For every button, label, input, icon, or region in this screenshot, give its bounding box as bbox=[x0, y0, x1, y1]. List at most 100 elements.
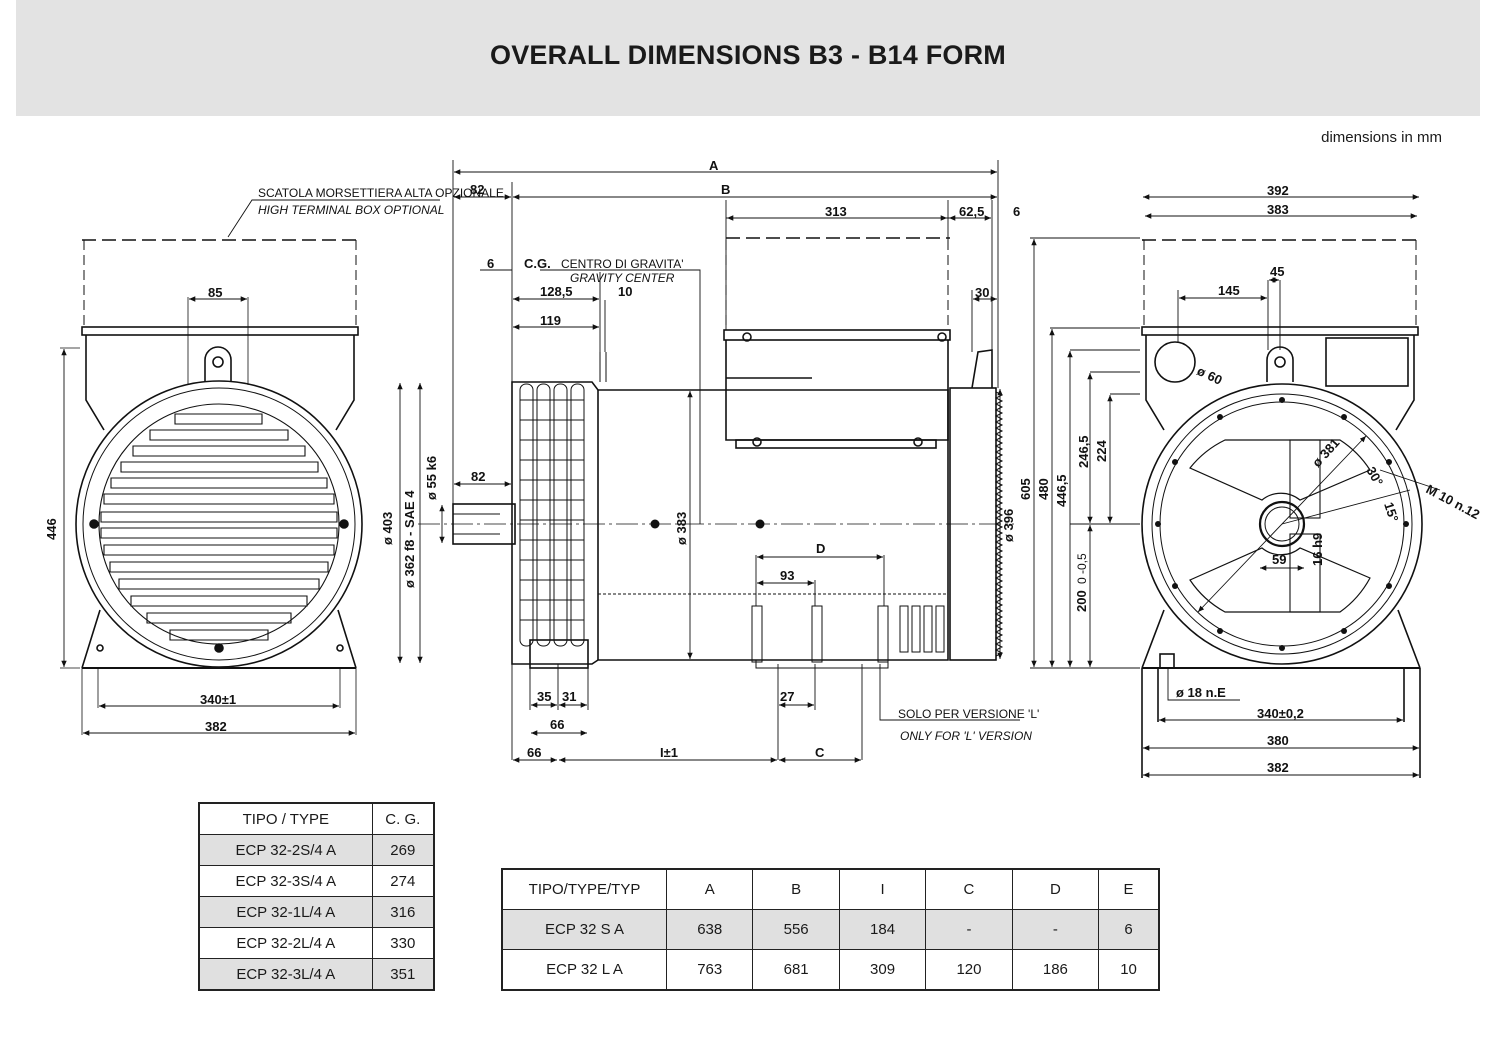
dim-type-cell: ECP 32 S A bbox=[501, 909, 667, 950]
dim-cell: - bbox=[1011, 909, 1100, 950]
dim-93: 93 bbox=[780, 568, 794, 583]
dim-35: 35 bbox=[537, 689, 551, 704]
note-l-version-en: ONLY FOR 'L' VERSION bbox=[900, 729, 1032, 743]
dim-6-left: 6 bbox=[487, 256, 494, 271]
note-terminal-box-it: SCATOLA MORSETTIERA ALTA OPZIONALE bbox=[258, 186, 504, 200]
cg-header-cg: C. G. bbox=[371, 802, 435, 835]
dim-header-a: A bbox=[665, 868, 754, 910]
dim-30: 30 bbox=[975, 285, 989, 300]
dim-200: 200 bbox=[1074, 590, 1089, 612]
dim-246-5: 246,5 bbox=[1076, 435, 1091, 468]
feet-l-version bbox=[751, 605, 945, 669]
table-row: ECP 32 S A 638 556 184 - - 6 bbox=[501, 909, 1160, 950]
dim-59: 59 bbox=[1272, 552, 1286, 567]
dim-cell: 763 bbox=[665, 949, 754, 991]
dim-480: 480 bbox=[1036, 478, 1051, 500]
dim-header-e: E bbox=[1098, 868, 1160, 910]
feet bbox=[81, 609, 357, 669]
note-terminal-box-en: HIGH TERMINAL BOX OPTIONAL bbox=[258, 203, 444, 217]
dim-cell: 681 bbox=[752, 949, 840, 991]
cg-label: C.G. bbox=[524, 256, 551, 271]
dim-15-deg: 15° bbox=[1381, 500, 1401, 523]
dim-446: 446 bbox=[44, 518, 59, 540]
dim-cell: 120 bbox=[925, 949, 1013, 991]
dim-31: 31 bbox=[562, 689, 576, 704]
dim-66-mid: 66 bbox=[550, 717, 564, 732]
cable-gland-hole bbox=[1154, 341, 1196, 383]
dim-119: 119 bbox=[540, 313, 561, 328]
dim-383-right: 383 bbox=[1267, 202, 1289, 217]
cg-type-cell: ECP 32-2S/4 A bbox=[198, 834, 373, 866]
dimensions-table: TIPO/TYPE/TYP A B I C D E ECP 32 S A 638… bbox=[501, 868, 1160, 991]
dim-55-shaft: ø 55 k6 bbox=[424, 456, 439, 500]
dim-C: C bbox=[815, 745, 825, 760]
title-band: OVERALL DIMENSIONS B3 - B14 FORM bbox=[16, 0, 1480, 116]
dim-383: ø 383 bbox=[674, 512, 689, 545]
side-view bbox=[418, 217, 1014, 669]
dim-cell: 309 bbox=[838, 949, 927, 991]
dim-header-b: B bbox=[752, 868, 840, 910]
side-foot bbox=[529, 639, 589, 669]
page-title: OVERALL DIMENSIONS B3 - B14 FORM bbox=[490, 40, 1006, 70]
dim-62-5: 62,5 bbox=[959, 204, 984, 219]
lifting-eye bbox=[204, 346, 232, 382]
dim-224: 224 bbox=[1094, 440, 1109, 462]
dim-cell: 184 bbox=[838, 909, 927, 950]
dim-128-5: 128,5 bbox=[540, 284, 573, 299]
cg-value-cell: 330 bbox=[371, 927, 435, 959]
flange-circle bbox=[1141, 383, 1423, 665]
dim-cell: 186 bbox=[1011, 949, 1100, 991]
dim-403: ø 403 bbox=[380, 512, 395, 545]
cg-point-1 bbox=[650, 519, 660, 529]
dim-A: A bbox=[709, 158, 719, 173]
bolt-holes bbox=[1155, 397, 1409, 651]
dim-382-left: 382 bbox=[205, 719, 227, 734]
dim-header-d: D bbox=[1011, 868, 1100, 910]
dim-B: B bbox=[721, 182, 730, 197]
dim-cell: 638 bbox=[665, 909, 754, 950]
cg-note-it: CENTRO DI GRAVITA' bbox=[561, 257, 684, 271]
terminal-box-lid bbox=[81, 326, 359, 336]
cg-point-2 bbox=[755, 519, 765, 529]
cg-type-cell: ECP 32-2L/4 A bbox=[198, 927, 373, 959]
dim-cell: 6 bbox=[1098, 909, 1160, 950]
dim-27: 27 bbox=[780, 689, 794, 704]
cg-value-cell: 269 bbox=[371, 834, 435, 866]
dim-605: 605 bbox=[1018, 478, 1033, 500]
dim-type-cell: ECP 32 L A bbox=[501, 949, 667, 991]
dim-200-tolerance: 0 -0,5 bbox=[1075, 553, 1089, 584]
louvres bbox=[100, 413, 338, 641]
dim-I: I±1 bbox=[660, 745, 678, 760]
dim-340-right: 340±0,2 bbox=[1257, 706, 1304, 721]
dim-446-5: 446,5 bbox=[1054, 474, 1069, 507]
dim-82-shaft: 82 bbox=[471, 469, 485, 484]
cg-type-cell: ECP 32-3S/4 A bbox=[198, 865, 373, 897]
terminal-box-side bbox=[723, 329, 951, 341]
dim-382-right: 382 bbox=[1267, 760, 1289, 775]
dim-60: ø 60 bbox=[1195, 363, 1225, 388]
dim-16-h9: 16 h9 bbox=[1310, 533, 1325, 566]
dim-392: 392 bbox=[1267, 183, 1289, 198]
dim-313: 313 bbox=[825, 204, 847, 219]
dim-D: D bbox=[816, 541, 825, 556]
dim-362-sae: ø 362 f8 - SAE 4 bbox=[402, 490, 417, 588]
dim-header-c: C bbox=[925, 868, 1013, 910]
fan-cover-slots bbox=[519, 383, 585, 647]
dim-380: 380 bbox=[1267, 733, 1289, 748]
dim-340: 340±1 bbox=[200, 692, 236, 707]
dim-18: ø 18 n.E bbox=[1176, 685, 1226, 700]
table-row: ECP 32 L A 763 681 309 120 186 10 bbox=[501, 949, 1160, 991]
cg-type-cell: ECP 32-3L/4 A bbox=[198, 958, 373, 991]
dim-396: ø 396 bbox=[1001, 509, 1016, 542]
dim-header-i: I bbox=[838, 868, 927, 910]
dim-30-deg: 30° bbox=[1363, 464, 1386, 489]
dim-header-type: TIPO/TYPE/TYP bbox=[501, 868, 667, 910]
cg-value-cell: 351 bbox=[371, 958, 435, 991]
main-body bbox=[511, 381, 949, 665]
dim-10: 10 bbox=[618, 284, 632, 299]
